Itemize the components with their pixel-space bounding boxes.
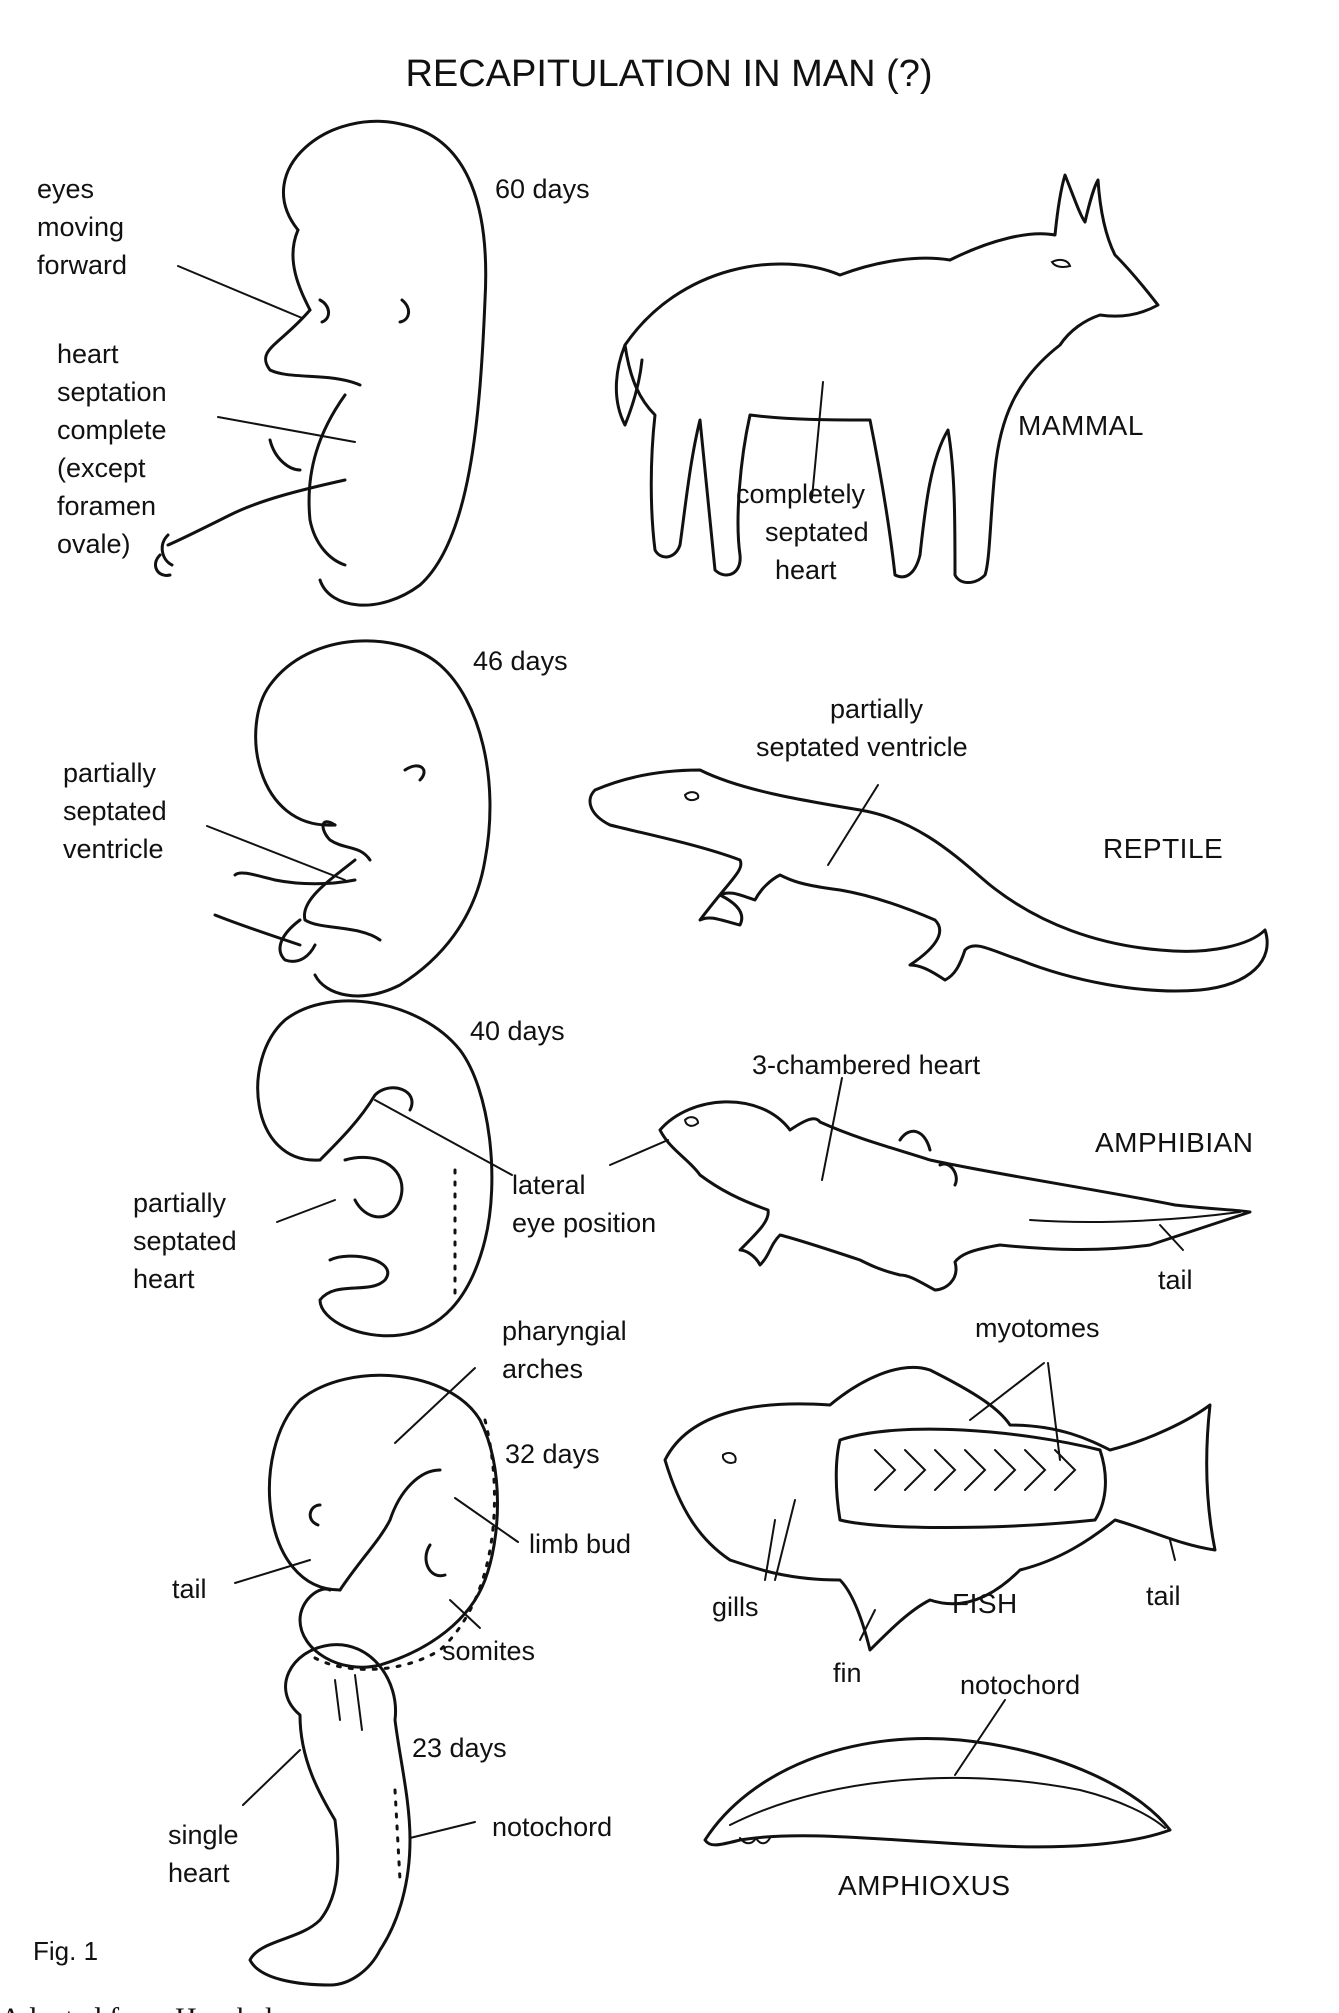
amphibian-drawing	[609, 1077, 1252, 1292]
source-note: Adapted from Haeckel	[0, 2002, 273, 2013]
label-partially-1: partially	[63, 758, 157, 788]
label-gills: gills	[712, 1592, 759, 1622]
stage-label-60-days: 60 days	[495, 174, 590, 204]
label-heart-3: heart	[168, 1858, 230, 1888]
animal-label-reptile: REPTILE	[1103, 833, 1223, 864]
label-ovale: ovale)	[57, 529, 131, 559]
label-3-chambered-heart: 3-chambered heart	[752, 1050, 981, 1080]
label-partially-2: partially	[830, 694, 924, 724]
label-fin: fin	[833, 1658, 862, 1688]
label-partially-3: partially	[133, 1188, 227, 1218]
label-ventricle: ventricle	[63, 834, 164, 864]
animal-label-mammal: MAMMAL	[1018, 410, 1144, 441]
figure-label: Fig. 1	[33, 1936, 98, 1966]
label-septated-3: septated	[133, 1226, 237, 1256]
amphioxus-drawing	[703, 1699, 1172, 1849]
fish-drawing	[663, 1362, 1217, 1652]
label-except: (except	[57, 453, 146, 483]
label-pharyngial: pharyngial	[502, 1316, 627, 1346]
stage-label-23-days: 23 days	[412, 1733, 507, 1763]
stage-label-32-days: 32 days	[505, 1439, 600, 1469]
animal-label-fish: FISH	[952, 1588, 1018, 1619]
embryo-46-days	[206, 639, 492, 998]
label-complete: complete	[57, 415, 167, 445]
label-eye-position: eye position	[512, 1208, 656, 1238]
reptile-drawing	[588, 768, 1269, 993]
label-forward: forward	[37, 250, 127, 280]
label-tail-3: tail	[1146, 1581, 1181, 1611]
label-single: single	[168, 1820, 239, 1850]
mammal-drawing	[614, 173, 1160, 584]
label-septated-2: septated	[63, 796, 167, 826]
label-foramen: foramen	[57, 491, 156, 521]
figure-title: RECAPITULATION IN MAN (?)	[405, 53, 932, 95]
embryo-60-days	[154, 119, 488, 607]
label-septation: septation	[57, 377, 167, 407]
animal-label-amphibian: AMPHIBIAN	[1095, 1127, 1254, 1158]
label-tail-2: tail	[172, 1574, 207, 1604]
label-tail-1: tail	[1158, 1265, 1193, 1295]
label-eyes: eyes	[37, 174, 94, 204]
stage-label-46-days: 46 days	[473, 646, 568, 676]
embryo-32-days	[234, 1367, 519, 1671]
label-heart: heart	[57, 339, 119, 369]
label-myotomes: myotomes	[975, 1313, 1100, 1343]
label-somites: somites	[442, 1636, 535, 1666]
label-limb-bud: limb bud	[529, 1529, 631, 1559]
label-arches: arches	[502, 1354, 583, 1384]
label-septated-ventricle: septated ventricle	[756, 732, 968, 762]
label-notochord-1: notochord	[492, 1812, 612, 1842]
label-notochord-2: notochord	[960, 1670, 1080, 1700]
label-moving: moving	[37, 212, 124, 242]
label-heart-2: heart	[133, 1264, 195, 1294]
embryo-23-days	[242, 1643, 476, 1987]
label-heart-1: heart	[775, 555, 837, 585]
animal-label-amphioxus: AMPHIOXUS	[838, 1870, 1011, 1901]
stage-label-40-days: 40 days	[470, 1016, 565, 1046]
label-septated-1: septated	[765, 517, 869, 547]
label-lateral: lateral	[512, 1170, 586, 1200]
embryo-40-days	[256, 999, 513, 1338]
label-completely: completely	[736, 479, 866, 509]
